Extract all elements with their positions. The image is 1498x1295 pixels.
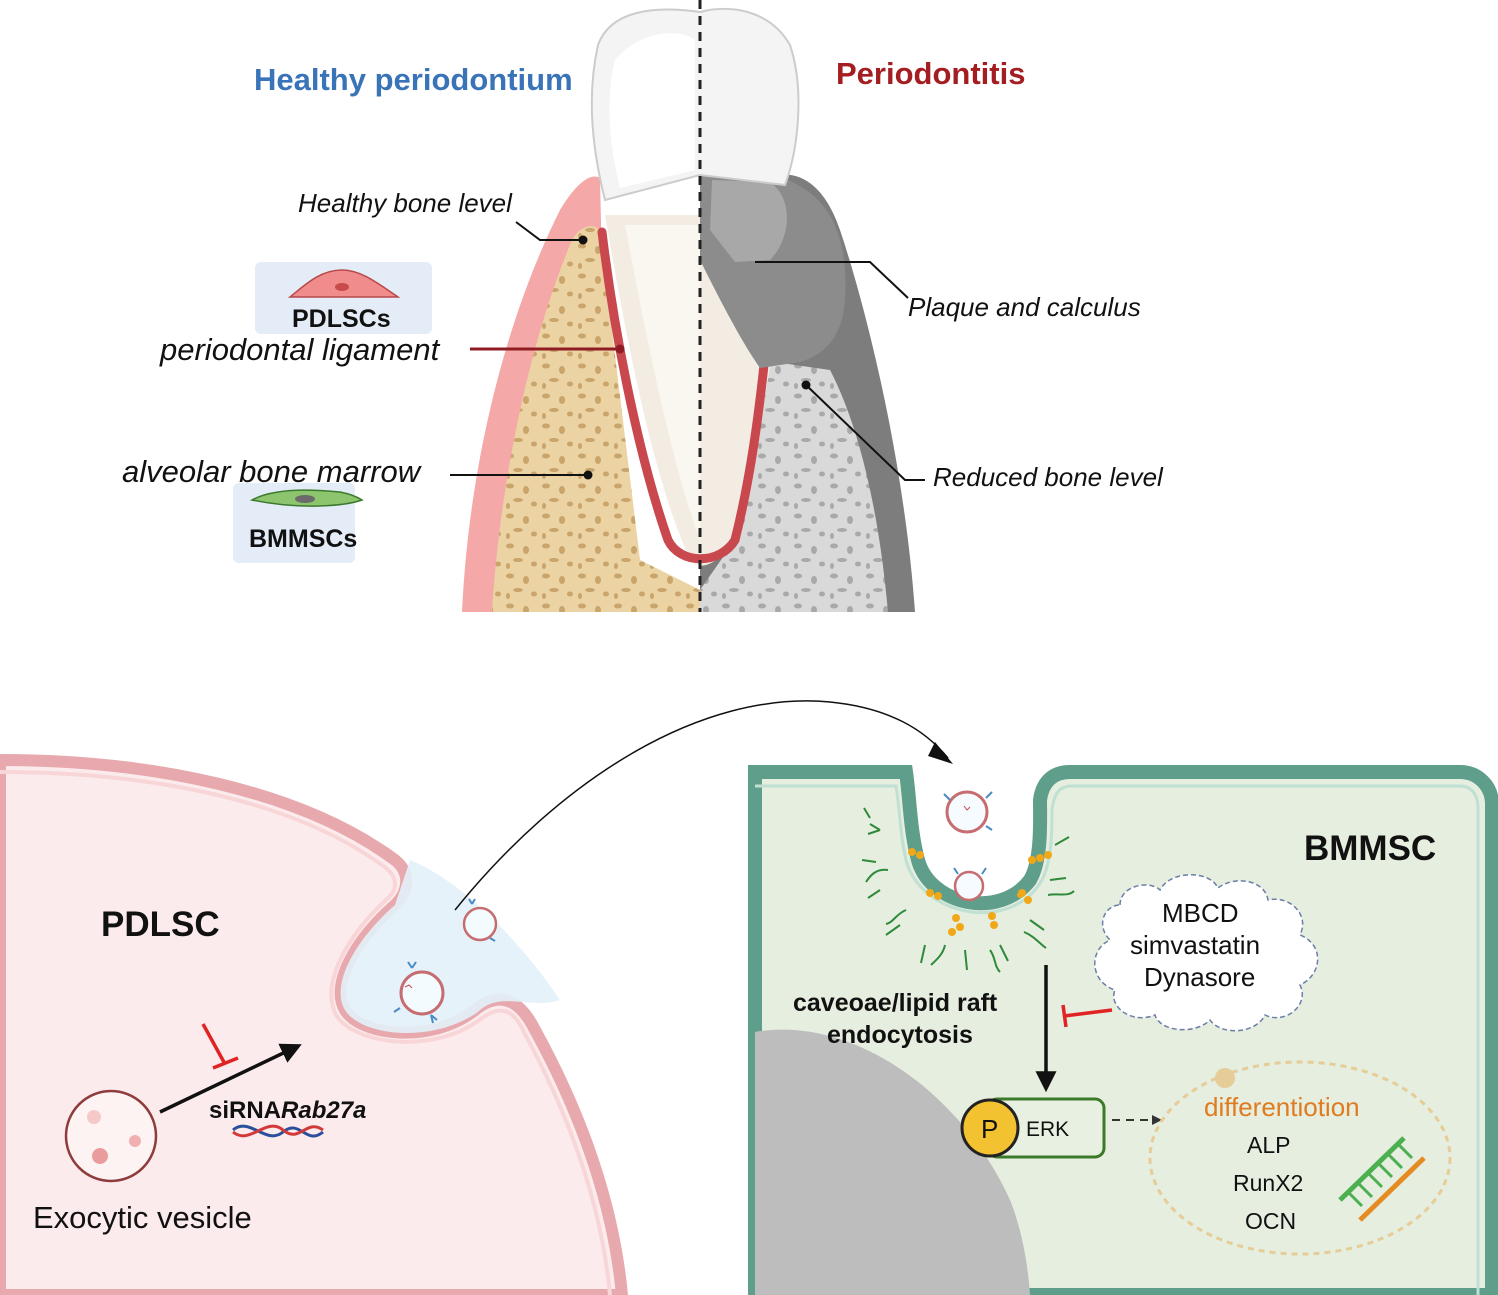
pdlscs-box xyxy=(255,262,432,334)
plaque-leader xyxy=(755,261,909,299)
healthy-bone-label: Healthy bone level xyxy=(298,188,513,218)
healthy-title: Healthy periodontium xyxy=(254,62,573,97)
exocytic-vesicle xyxy=(64,1089,158,1183)
inhibitor-dynasore: Dynasore xyxy=(1144,962,1255,992)
mrna-icon xyxy=(1338,1136,1426,1222)
sirna-gene: Rab27a xyxy=(281,1097,366,1124)
inhibitor-mbcd: MBCD xyxy=(1162,898,1239,928)
exosome-vesicle-3 xyxy=(943,790,993,834)
exocytosis-arrow xyxy=(159,1043,302,1114)
exocytosis-region xyxy=(340,860,560,1033)
phospho-circle xyxy=(960,1098,1020,1158)
alveolar-bone-right xyxy=(700,360,888,612)
inhibitor-simvastatin: simvastatin xyxy=(1130,930,1260,960)
exosome-vesicle-2 xyxy=(462,898,498,942)
inhibitor-block-icon xyxy=(1061,1004,1113,1028)
dna-helix-icon xyxy=(232,1124,324,1138)
exosome-vesicle-1 xyxy=(393,961,445,1024)
rab27a-inhibition-icon xyxy=(201,1023,239,1070)
bmmsc-nucleus xyxy=(755,1029,1030,1295)
healthy-bone-leader xyxy=(515,221,583,241)
marker-ocn: OCN xyxy=(1245,1208,1296,1234)
erk-label: ERK xyxy=(1026,1118,1069,1141)
lipid-raft-dots xyxy=(908,848,1052,936)
differentiation-title: differentiotion xyxy=(1204,1092,1360,1122)
exosome-vesicle-4 xyxy=(953,867,987,902)
endocytosis-line1: caveoae/lipid raft xyxy=(793,989,998,1017)
marker-runx2: RunX2 xyxy=(1233,1170,1303,1196)
differentiation-zone xyxy=(1148,1060,1452,1256)
sirna-label: siRNARab27a xyxy=(209,1097,366,1124)
transfer-arrow xyxy=(454,700,949,911)
phospho-label: P xyxy=(981,1114,998,1144)
marker-alp: ALP xyxy=(1247,1132,1290,1158)
inhibitor-cloud xyxy=(1094,874,1319,1032)
periodontal-ligament xyxy=(597,227,769,564)
pdl-label: periodontal ligament xyxy=(159,332,441,367)
reduced-bone-leader xyxy=(805,384,925,481)
exocytic-label: Exocytic vesicle xyxy=(33,1200,252,1235)
tooth-diagram xyxy=(462,0,915,612)
periodontitis-title: Periodontitis xyxy=(836,56,1025,91)
bmmsc-title: BMMSC xyxy=(1304,829,1436,868)
caveolin-strands xyxy=(861,807,1075,973)
bmmscs-label: BMMSCs xyxy=(249,525,357,553)
pdlsc-title: PDLSC xyxy=(101,905,220,944)
pdlscs-label: PDLSCs xyxy=(292,305,391,333)
endocytosis-line2: endocytosis xyxy=(827,1021,973,1049)
plaque-label: Plaque and calculus xyxy=(908,292,1141,322)
reduced-bone-label: Reduced bone level xyxy=(933,462,1164,492)
alveolar-bone-left xyxy=(492,226,700,612)
